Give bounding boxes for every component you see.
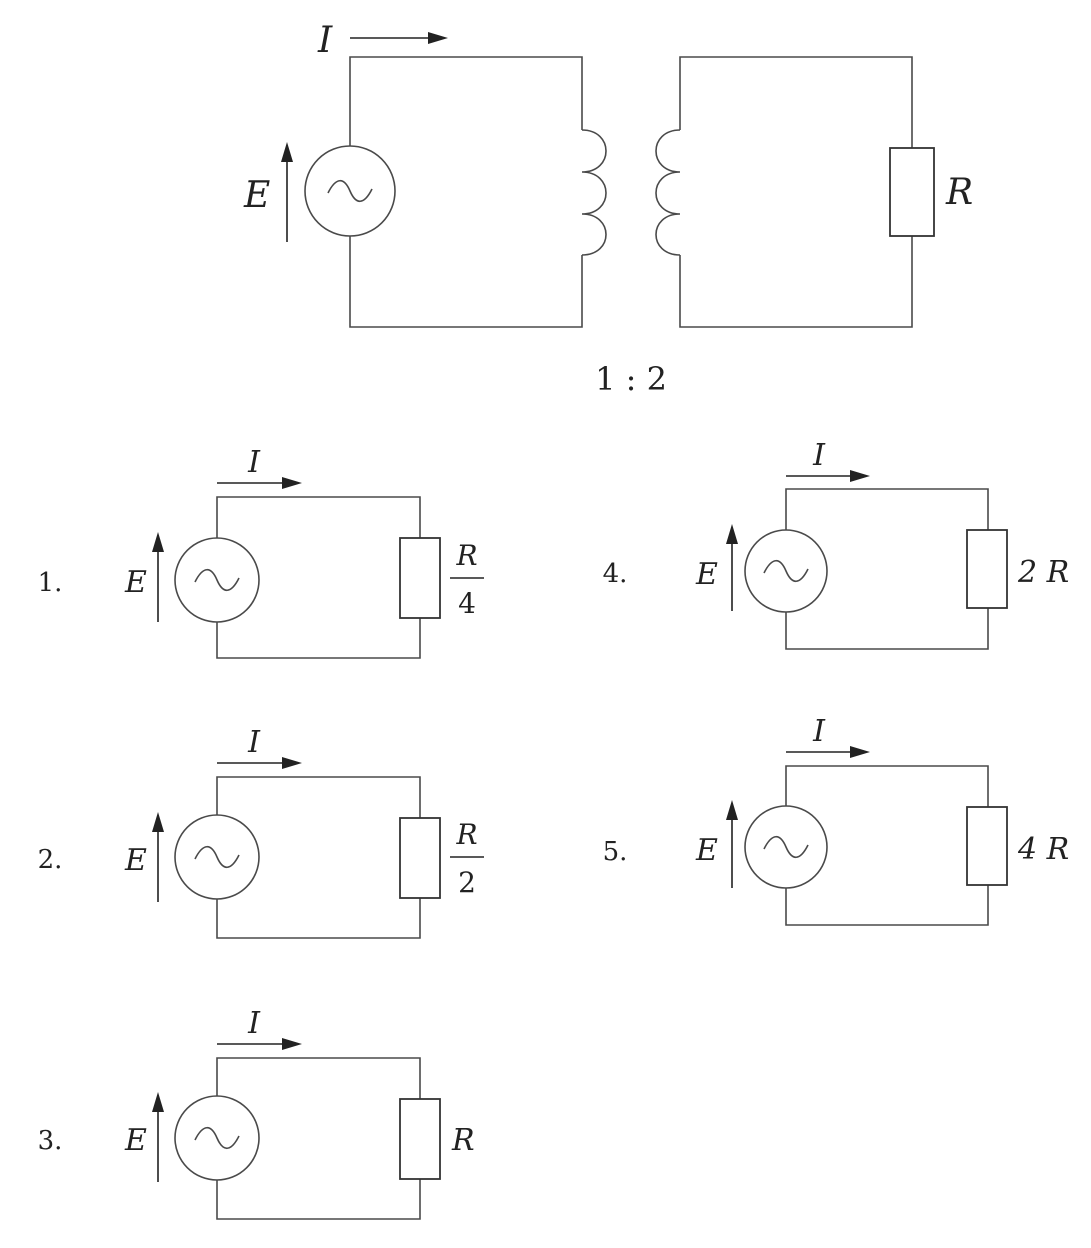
option-emf-label: E	[124, 565, 147, 600]
option-current-label: I	[247, 1006, 261, 1041]
option-emf-arrow	[152, 532, 164, 622]
secondary-top-wire	[679, 56, 913, 148]
option-number: 1.	[38, 568, 63, 598]
option-current-label: I	[812, 438, 826, 473]
option-4-circuit: 4. I E 2 R	[603, 438, 1069, 650]
option-ac-source	[744, 529, 828, 613]
option-emf-label: E	[695, 557, 718, 592]
option-number: 4.	[603, 559, 628, 589]
main-current-label: I	[317, 20, 333, 61]
option-current-arrow	[786, 470, 870, 482]
option-ac-source	[174, 537, 260, 623]
option-ac-source	[174, 814, 260, 900]
primary-bottom-wire	[349, 236, 583, 328]
secondary-circuit	[655, 56, 935, 328]
main-load-label: R	[945, 172, 973, 213]
option-load-numerator: R	[455, 818, 477, 851]
option-1-circuit: 1. I E R 4	[38, 445, 484, 659]
option-load-label: 4 R	[1017, 832, 1069, 867]
main-emf-arrow	[281, 142, 293, 242]
option-2-circuit: 2. I E R 2	[38, 725, 484, 939]
option-emf-label: E	[695, 833, 718, 868]
option-load-label: 2 R	[1017, 555, 1069, 590]
option-current-label: I	[247, 725, 261, 760]
option-emf-arrow	[152, 1092, 164, 1182]
option-emf-arrow	[152, 812, 164, 902]
primary-circuit	[304, 56, 607, 328]
option-current-arrow	[217, 477, 302, 489]
option-resistor	[399, 817, 441, 899]
option-current-label: I	[247, 445, 261, 480]
main-resistor	[889, 147, 935, 237]
option-5-circuit: 5. I E 4 R	[603, 714, 1069, 926]
main-current-arrow	[350, 32, 448, 44]
option-number: 5.	[603, 837, 628, 867]
option-resistor	[399, 537, 441, 619]
turns-ratio-label: 1 : 2	[595, 360, 667, 398]
option-load-numerator: R	[455, 539, 477, 572]
secondary-coil	[655, 129, 681, 256]
primary-top-wire	[349, 56, 583, 146]
option-current-label: I	[812, 714, 826, 749]
option-emf-label: E	[124, 1123, 147, 1158]
option-ac-source	[744, 805, 828, 889]
option-load-denominator: 4	[458, 587, 476, 620]
option-3-circuit: 3. I E R	[38, 1006, 475, 1220]
option-load-denominator: 2	[458, 866, 476, 899]
option-load-label: R	[451, 1123, 475, 1158]
option-resistor	[966, 806, 1008, 886]
primary-coil	[581, 129, 607, 256]
main-transformer-circuit: I E R 1 : 2	[243, 20, 973, 398]
secondary-bottom-wire	[679, 236, 913, 328]
option-emf-arrow	[726, 524, 738, 611]
option-emf-arrow	[726, 800, 738, 888]
option-resistor	[966, 529, 1008, 609]
main-ac-source	[304, 145, 396, 237]
option-current-arrow	[217, 1038, 302, 1050]
option-ac-source	[174, 1095, 260, 1181]
option-current-arrow	[786, 746, 870, 758]
option-current-arrow	[217, 757, 302, 769]
main-emf-label: E	[243, 175, 270, 216]
option-emf-label: E	[124, 843, 147, 878]
option-number: 2.	[38, 845, 63, 875]
option-number: 3.	[38, 1126, 63, 1156]
option-resistor	[399, 1098, 441, 1180]
